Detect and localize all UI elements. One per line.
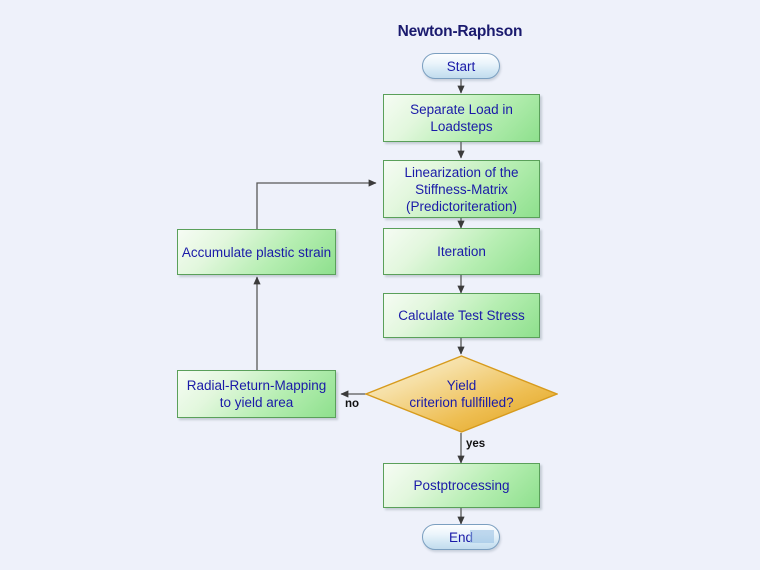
node-linearization-line3: (Predictoriteration) bbox=[405, 198, 518, 214]
text-caret-artifact bbox=[470, 530, 494, 543]
node-radial-return-line1: Radial-Return-Mapping bbox=[186, 378, 327, 393]
edge-accumulate-to-linearization bbox=[256, 179, 377, 229]
node-accumulate-plastic-strain[interactable]: Accumulate plastic strain bbox=[177, 229, 336, 275]
node-separate-load[interactable]: Separate Load in Loadsteps bbox=[383, 94, 540, 142]
edge-label-no: no bbox=[345, 398, 360, 410]
node-separate-load-line2: Loadsteps bbox=[430, 119, 493, 134]
node-iteration[interactable]: Iteration bbox=[383, 228, 540, 275]
node-start[interactable]: Start bbox=[422, 53, 500, 79]
node-end-label: End bbox=[448, 529, 474, 545]
node-yield-decision-label: Yield criterion fullfilled? bbox=[365, 355, 558, 433]
diagram-title: Newton-Raphson bbox=[397, 23, 523, 40]
node-start-label: Start bbox=[446, 58, 476, 74]
node-postprocessing-label: Postptrocessing bbox=[413, 478, 510, 493]
node-calculate-test-stress[interactable]: Calculate Test Stress bbox=[383, 293, 540, 338]
node-linearization-line2: Stiffness-Matrix bbox=[415, 181, 508, 197]
edge-label-yes: yes bbox=[466, 438, 486, 450]
node-iteration-label: Iteration bbox=[437, 244, 486, 259]
node-end[interactable]: End bbox=[422, 524, 500, 550]
node-linearization-line1: Linearization of the bbox=[404, 164, 519, 180]
node-linearization[interactable]: Linearization of the Stiffness-Matrix (P… bbox=[383, 160, 540, 218]
node-separate-load-line1: Separate Load in bbox=[410, 102, 513, 117]
node-radial-return-line2: to yield area bbox=[219, 395, 294, 410]
node-accumulate-plastic-strain-label: Accumulate plastic strain bbox=[181, 244, 332, 260]
decision-shape bbox=[365, 355, 558, 433]
node-yield-decision-line2: criterion fullfilled? bbox=[409, 395, 514, 410]
node-radial-return-mapping[interactable]: Radial-Return-Mapping to yield area bbox=[177, 370, 336, 418]
node-yield-decision-line1: Yield bbox=[446, 378, 477, 393]
node-yield-decision[interactable]: Yield criterion fullfilled? bbox=[365, 355, 558, 433]
node-calculate-test-stress-label: Calculate Test Stress bbox=[398, 308, 525, 323]
node-postprocessing[interactable]: Postptrocessing bbox=[383, 463, 540, 508]
